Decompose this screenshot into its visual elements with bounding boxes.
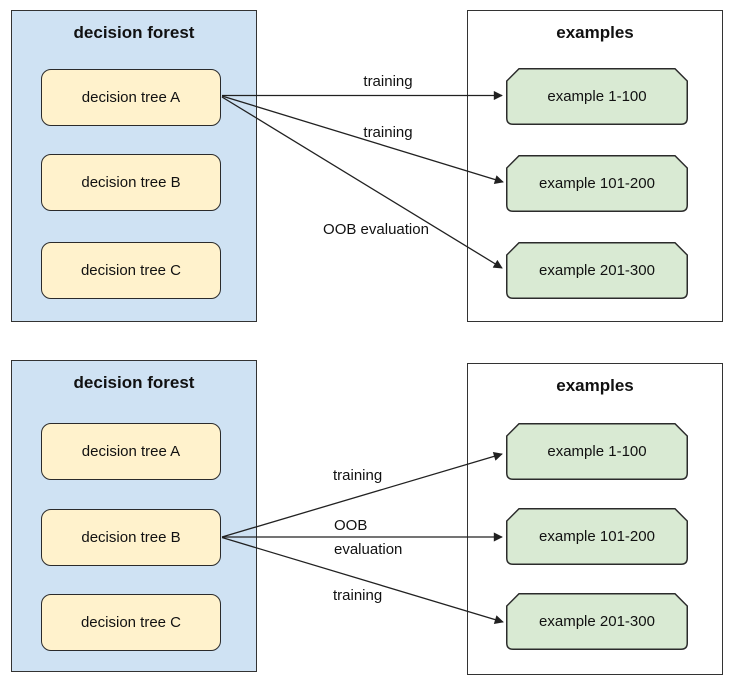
example-node-shape <box>506 242 688 299</box>
tree-node-label: decision tree A <box>81 443 181 460</box>
example-node-2-bottom: example 101-200 <box>506 508 688 565</box>
example-node-label: example 101-200 <box>539 528 655 545</box>
arrow-label-training-1-top: training <box>363 73 413 90</box>
tree-node-a-bottom: decision tree A <box>41 423 221 480</box>
example-node-label: example 101-200 <box>539 175 655 192</box>
tree-node-label: decision tree C <box>80 262 182 279</box>
example-node-3-bottom: example 201-300 <box>506 593 688 650</box>
example-node-label: example 201-300 <box>539 613 655 630</box>
tree-node-c-bottom: decision tree C <box>41 594 221 651</box>
forest-panel-title: decision forest <box>73 373 195 392</box>
example-node-shape <box>506 508 688 565</box>
example-node-1-bottom: example 1-100 <box>506 423 688 480</box>
arrow-label-oob-evaluation-top: OOB evaluation <box>323 221 429 238</box>
tree-node-label: decision tree B <box>81 529 181 546</box>
arrow-label-training-2-top: training <box>363 124 413 141</box>
tree-node-label: decision tree B <box>81 174 181 191</box>
example-node-shape <box>506 155 688 212</box>
tree-node-b-bottom: decision tree B <box>41 509 221 566</box>
example-node-3-top: example 201-300 <box>506 242 688 299</box>
example-node-shape <box>506 423 688 480</box>
examples-panel-title: examples <box>556 376 634 395</box>
example-node-shape <box>506 68 688 125</box>
example-node-shape <box>506 593 688 650</box>
examples-panel-title: examples <box>556 23 634 42</box>
arrow-label-oob-line1-bottom: OOB <box>334 517 368 534</box>
example-node-2-top: example 101-200 <box>506 155 688 212</box>
example-node-1-top: example 1-100 <box>506 68 688 125</box>
example-node-label: example 1-100 <box>547 88 647 105</box>
arrow-treeA-ex3 <box>221 96 503 269</box>
tree-node-label: decision tree C <box>80 614 182 631</box>
tree-node-c-top: decision tree C <box>41 242 221 299</box>
arrow-label-training-2-bottom: training <box>333 587 383 604</box>
arrow-label-oob-line2-bottom: evaluation <box>334 541 403 558</box>
example-node-label: example 1-100 <box>547 443 647 460</box>
tree-node-b-top: decision tree B <box>41 154 221 211</box>
example-node-label: example 201-300 <box>539 262 655 279</box>
tree-node-a-top: decision tree A <box>41 69 221 126</box>
arrow-label-training-1-bottom: training <box>333 467 383 484</box>
tree-node-label: decision tree A <box>81 89 181 106</box>
forest-panel-title: decision forest <box>73 23 195 42</box>
